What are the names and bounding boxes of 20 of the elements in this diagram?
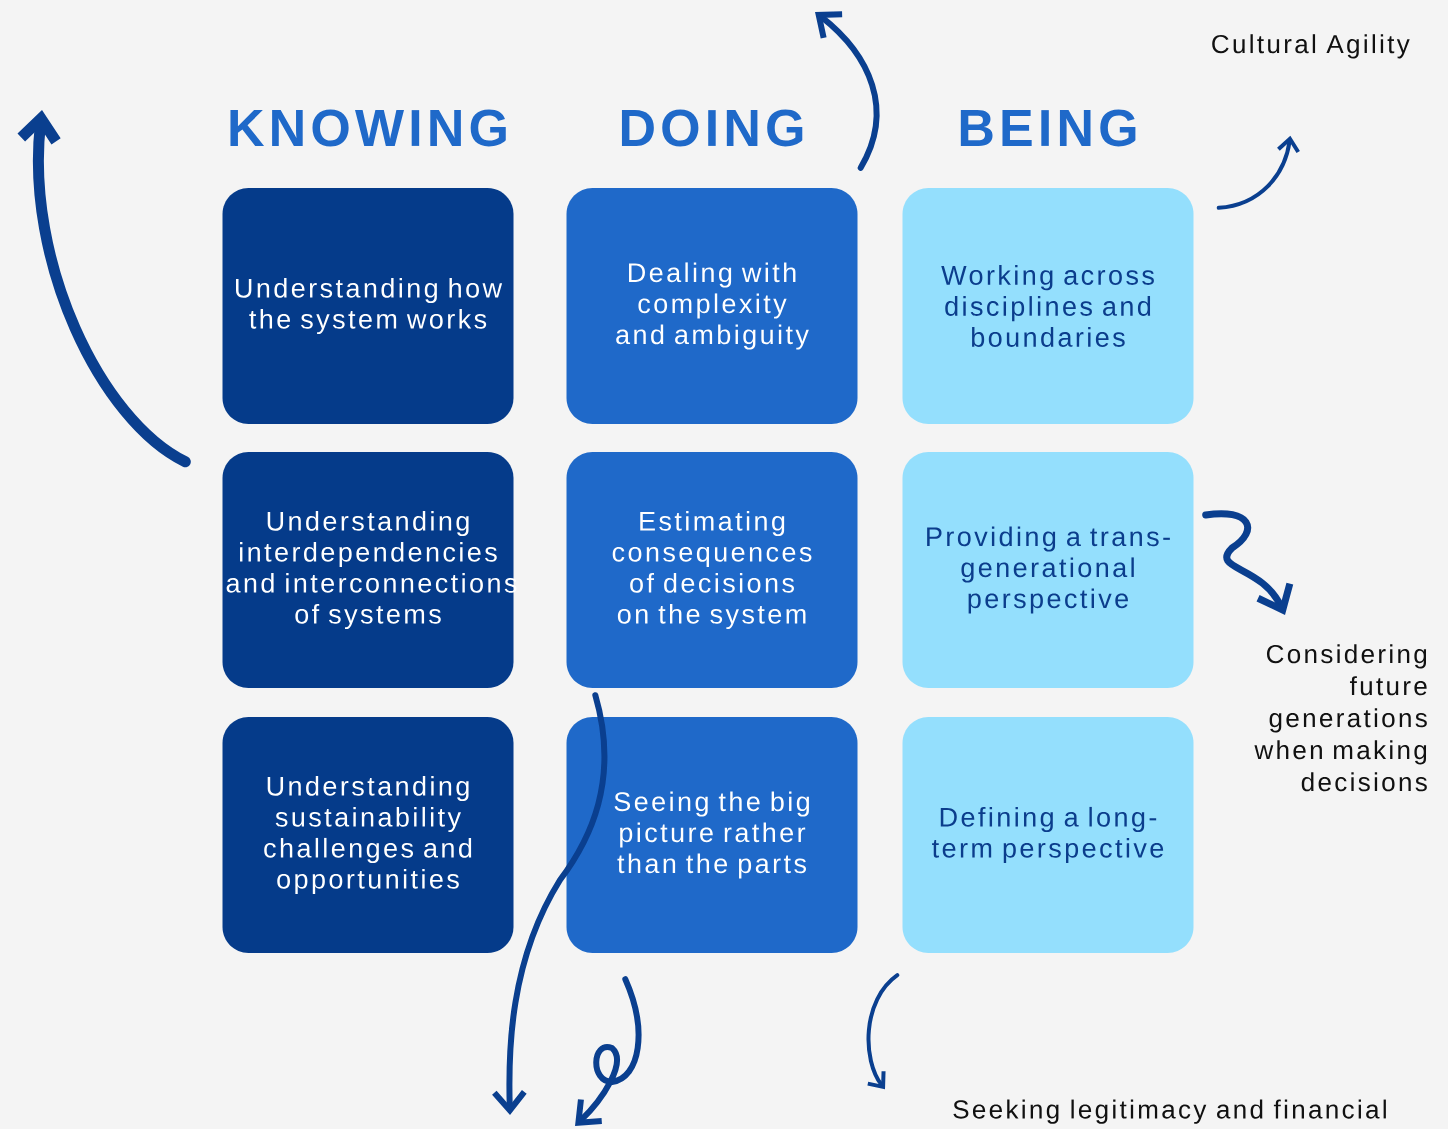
text-box: Estimating consequences of decisions on the system (566, 452, 858, 688)
text-box: Dealing with complexity and ambiguity (566, 188, 858, 424)
column-heading: KNOWING (230, 109, 506, 147)
text-box: Understanding sustainability challenges and opportunities (222, 717, 514, 953)
text-box: Working across disciplines and boundaries (902, 188, 1194, 424)
curved-arrow (1216, 135, 1300, 210)
annotation-text: Considering future generations when making decisions (1254, 644, 1427, 792)
text-box: Defining a long-term perspective (902, 717, 1194, 953)
curved-arrow (866, 973, 900, 1090)
curved-arrow (815, 11, 880, 171)
column-heading: BEING (960, 109, 1136, 147)
text-box: Seeing the big picture rather than the parts (566, 717, 858, 953)
annotation-text: Cultural Agility (1212, 34, 1410, 59)
curved-arrow (17, 110, 191, 468)
curved-arrow (575, 976, 642, 1126)
column-heading: DOING (621, 109, 803, 147)
annotation-text: Seeking legitimacy and financial (953, 1099, 1386, 1124)
curved-arrow (1202, 510, 1294, 615)
text-box: Providing a trans- generational perspective (902, 452, 1194, 688)
text-box: Understanding how the system works (222, 188, 514, 424)
